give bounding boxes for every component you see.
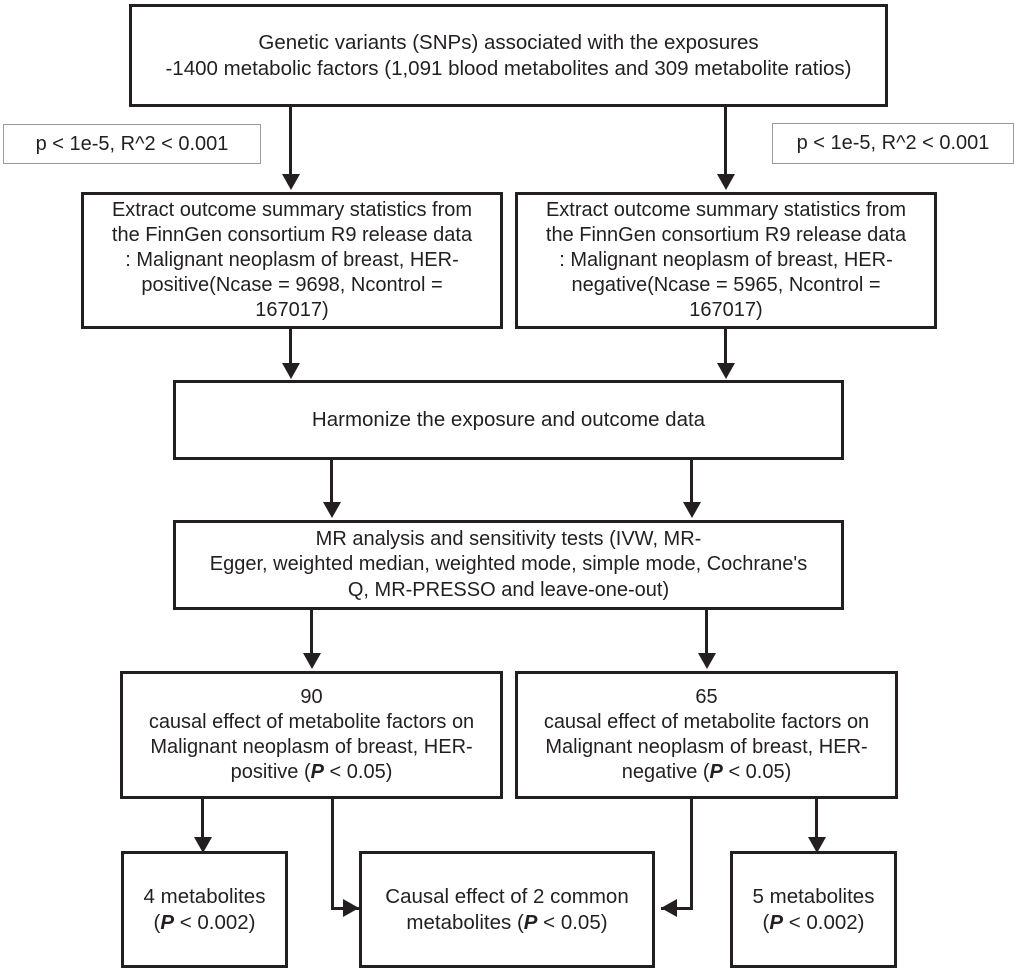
- causal-her-negative-line2: causal effect of metabolite factors on: [543, 710, 870, 733]
- causal-her-negative-line4-prefix: negative (: [621, 761, 710, 784]
- connector-causal-negative-to-5-metabolites: [815, 799, 818, 839]
- criteria-right-text: p < 1e-5, R^2 < 0.001: [796, 132, 990, 154]
- node-outcome-her-positive-text: Extract outcome summary statistics from …: [111, 198, 473, 322]
- node-harmonize: Harmonize the exposure and outcome data: [173, 380, 844, 460]
- node-outcome-her-positive: Extract outcome summary statistics from …: [81, 192, 503, 329]
- causal-her-negative-line4-suffix: < 0.05): [722, 761, 792, 784]
- node-mr-analysis: MR analysis and sensitivity tests (IVW, …: [173, 520, 844, 610]
- node-metabolites-right-text: 5 metabolites(P < 0.002): [733, 884, 894, 936]
- causal-her-positive-line3: Malignant neoplasm of breast, HER-: [150, 736, 473, 758]
- connector-mr-to-causal-positive: [310, 610, 313, 655]
- metabolites-right-line2-prefix: (: [762, 910, 770, 934]
- causal-her-positive-count: 90: [300, 685, 323, 708]
- node-outcome-her-negative: Extract outcome summary statistics from …: [515, 192, 937, 329]
- arrowhead-her-negative-to-harmonize: [716, 363, 735, 379]
- node-exposures: Genetic variants (SNPs) associated with …: [129, 4, 888, 107]
- node-mr-analysis-text: MR analysis and sensitivity tests (IVW, …: [209, 528, 808, 601]
- causal-her-negative-count: 65: [695, 685, 718, 708]
- metabolites-right-line1: 5 metabolites: [752, 884, 875, 908]
- causal-her-positive-line4-prefix: positive (: [230, 761, 311, 784]
- node-metabolites-right: 5 metabolites(P < 0.002): [730, 851, 897, 968]
- common-metabolites-p-symbol: P: [523, 910, 538, 934]
- node-exposures-text: Genetic variants (SNPs) associated with …: [165, 30, 852, 80]
- connector-causal-negative-to-common-horizontal: [661, 907, 693, 910]
- arrowhead-causal-positive-to-common: [343, 899, 359, 917]
- criteria-right: p < 1e-5, R^2 < 0.001: [772, 123, 1014, 164]
- arrowhead-mr-to-causal-positive: [302, 653, 321, 669]
- connector-her-positive-to-harmonize: [289, 329, 292, 365]
- metabolites-left-line2-suffix: < 0.002): [174, 910, 256, 934]
- metabolites-left-line2-prefix: (: [153, 910, 161, 934]
- arrowhead-causal-positive-to-4-metabolites: [193, 837, 212, 853]
- arrowhead-exposures-to-her-positive: [281, 174, 300, 190]
- arrowhead-causal-negative-to-5-metabolites: [807, 837, 826, 853]
- connector-harmonize-to-mr-right: [690, 460, 693, 504]
- connector-causal-positive-to-common-vertical: [331, 799, 334, 910]
- arrowhead-her-positive-to-harmonize: [281, 363, 300, 379]
- connector-harmonize-to-mr-left: [330, 460, 333, 504]
- causal-her-negative-line3: Malignant neoplasm of breast, HER-: [545, 736, 868, 758]
- node-metabolites-left-text: 4 metabolites(P < 0.002): [124, 884, 285, 936]
- connector-causal-negative-to-common-vertical: [690, 799, 693, 910]
- arrowhead-causal-negative-to-common: [661, 899, 677, 917]
- connector-exposures-to-her-positive: [289, 107, 292, 175]
- connector-mr-to-causal-negative: [705, 610, 708, 655]
- common-metabolites-line2-suffix: < 0.05): [537, 910, 608, 934]
- metabolites-left-p-symbol: P: [160, 910, 174, 934]
- causal-her-positive-p-symbol: P: [310, 761, 324, 784]
- causal-her-positive-line4-suffix: < 0.05): [323, 761, 393, 784]
- arrowhead-mr-to-causal-negative: [697, 653, 716, 669]
- arrowhead-harmonize-to-mr-right: [682, 502, 701, 518]
- metabolites-right-line2-suffix: < 0.002): [783, 910, 865, 934]
- node-outcome-her-negative-text: Extract outcome summary statistics from …: [545, 198, 907, 322]
- criteria-left: p < 1e-5, R^2 < 0.001: [3, 124, 261, 164]
- common-metabolites-line1: Causal effect of 2 common: [385, 884, 629, 908]
- causal-her-negative-p-symbol: P: [709, 761, 723, 784]
- connector-causal-positive-to-4-metabolites: [201, 799, 204, 839]
- node-metabolites-left: 4 metabolites(P < 0.002): [121, 851, 288, 968]
- connector-her-negative-to-harmonize: [724, 329, 727, 365]
- node-harmonize-text: Harmonize the exposure and outcome data: [311, 408, 706, 432]
- metabolites-right-p-symbol: P: [769, 910, 783, 934]
- arrowhead-harmonize-to-mr-left: [322, 502, 341, 518]
- causal-her-positive-line2: causal effect of metabolite factors on: [148, 710, 475, 733]
- common-metabolites-line2-prefix: metabolites (: [406, 910, 524, 934]
- metabolites-left-line1: 4 metabolites: [143, 884, 266, 908]
- criteria-left-text: p < 1e-5, R^2 < 0.001: [35, 132, 229, 155]
- connector-exposures-to-her-negative: [724, 107, 727, 175]
- arrowhead-exposures-to-her-negative: [716, 174, 735, 190]
